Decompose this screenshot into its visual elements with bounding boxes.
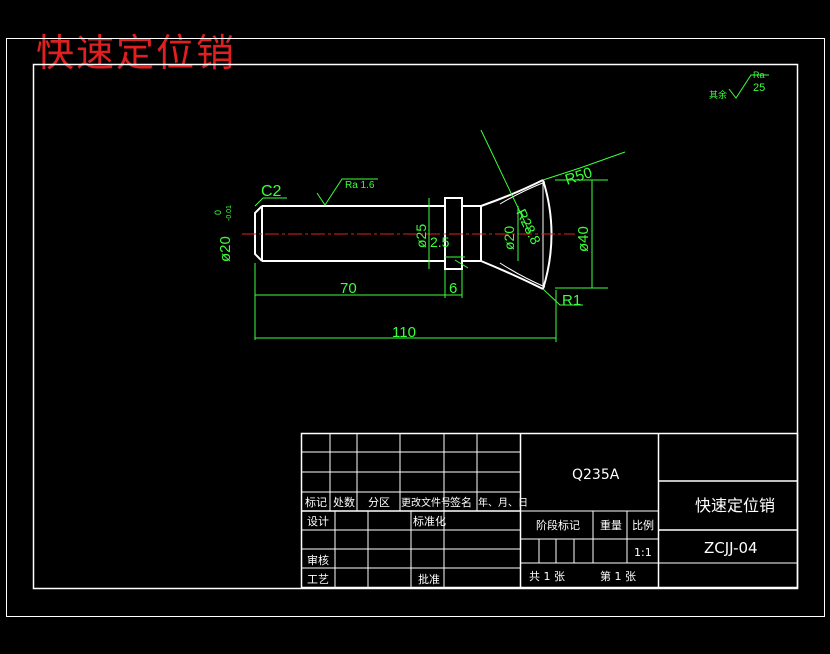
dim-shaft-tol-upper: 0 — [213, 210, 223, 215]
surface-note-prefix: 其余 — [709, 89, 727, 100]
dimension-text: C2 Ra 1.6 ø20 0 -0.01 ø25 2.5 ø20 R28.8 … — [213, 164, 594, 341]
tb-label-change-doc: 更改文件号 — [401, 496, 451, 509]
tb-label-date: 年、月、日 — [478, 496, 528, 509]
surface-ra-label: Ra — [753, 70, 765, 80]
tb-label-approve: 批准 — [418, 572, 440, 586]
tb-part-name: 快速定位销 — [695, 496, 775, 515]
tb-drawing-no: ZCJJ-04 — [704, 539, 758, 557]
dim-length-110: 110 — [392, 324, 416, 341]
dim-neck-dia: ø20 — [501, 226, 517, 250]
drawing-title: 快速定位销 — [36, 31, 237, 75]
dim-collar-dia: ø25 — [413, 224, 429, 248]
dim-roughness: Ra 1.6 — [345, 180, 375, 191]
tb-label-process: 工艺 — [307, 573, 329, 586]
tb-label-zone: 分区 — [368, 496, 390, 509]
tb-label-review: 审核 — [307, 553, 329, 567]
tb-material: Q235A — [572, 467, 620, 483]
tb-label-mark: 标记 — [305, 495, 327, 509]
tb-weight: 重量 — [600, 518, 622, 532]
dim-head-dia: ø40 — [575, 226, 592, 252]
tb-sheets-total: 共 1 张 — [529, 570, 565, 583]
dim-groove-width: 2.5 — [430, 234, 450, 250]
dim-chamfer: C2 — [261, 183, 282, 200]
surface-roughness-note: 其余 Ra 25 — [709, 70, 769, 100]
tb-label-signature: 签名 — [450, 495, 472, 509]
dim-length-6: 6 — [449, 280, 457, 297]
dim-radius-1: R1 — [562, 292, 581, 309]
tb-stage-mark: 阶段标记 — [536, 518, 580, 532]
inner-border — [32, 63, 799, 590]
tb-scale-value: 1:1 — [634, 546, 652, 559]
tb-sheet-no: 第 1 张 — [600, 569, 636, 583]
dim-radius-50: R50 — [563, 164, 594, 189]
title-block — [300, 432, 799, 589]
surface-ra-value: 25 — [753, 82, 765, 94]
dimension-lines — [254, 129, 626, 342]
tb-label-standardize: 标准化 — [413, 514, 446, 528]
tb-scale-label: 比例 — [632, 518, 654, 532]
dim-shaft-tol-lower: -0.01 — [226, 205, 233, 221]
outer-border — [6, 38, 825, 617]
dim-shaft-dia: ø20 — [217, 236, 234, 262]
title-block-text: 标记 处数 分区 更改文件号 签名 年、月、日 设计 标准化 审核 工艺 批准 … — [305, 467, 775, 586]
dim-length-70: 70 — [340, 280, 357, 297]
tb-label-design: 设计 — [307, 515, 329, 528]
tb-label-count: 处数 — [333, 496, 355, 509]
